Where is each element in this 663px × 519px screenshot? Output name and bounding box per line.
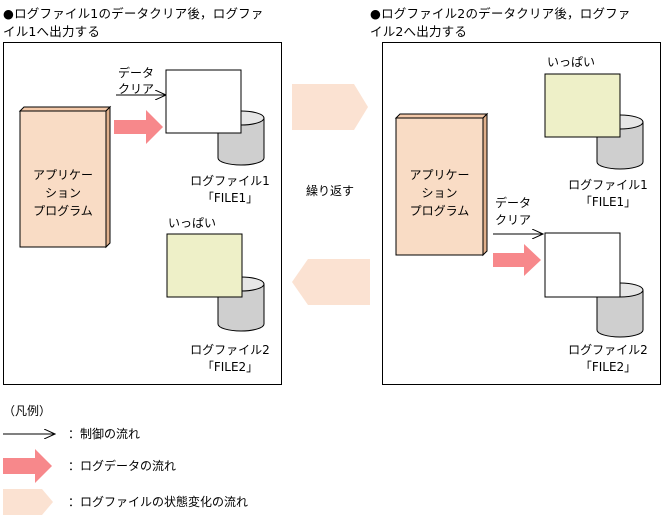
repeat-arrow-left bbox=[292, 259, 370, 305]
left-application-block bbox=[18, 105, 112, 249]
repeat-label: 繰り返す bbox=[305, 184, 354, 198]
left-log2-file: 「FILE2」 bbox=[201, 360, 259, 374]
right-clear-label-line1: データ bbox=[495, 196, 532, 210]
left-log2-name: ログファイル2 bbox=[190, 343, 270, 357]
left-file1-cleared-box bbox=[165, 69, 242, 134]
legend-log-data-flow-text: ：ログデータの流れ bbox=[68, 459, 177, 473]
left-heading-line1: ●ログファイル1のデータクリア後，ログファ bbox=[3, 6, 264, 21]
right-log-data-arrow bbox=[493, 244, 541, 276]
left-app-label-line3: プログラム bbox=[33, 204, 93, 218]
left-log-data-arrow bbox=[114, 110, 163, 144]
left-full-label: いっぱい bbox=[168, 216, 217, 230]
left-clear-label-line1: データ bbox=[118, 66, 155, 80]
legend-control-flow-text: ：制御の流れ bbox=[68, 427, 141, 441]
left-log1-name: ログファイル1 bbox=[190, 174, 270, 188]
right-heading-line2: イル2へ出力する bbox=[370, 24, 468, 39]
left-app-label-line2: ション bbox=[44, 186, 81, 200]
legend-data-arrow bbox=[3, 449, 52, 483]
right-file1-full-box bbox=[544, 73, 621, 138]
right-log2-file: 「FILE2」 bbox=[579, 360, 637, 374]
right-app-label-line1: アプリケー bbox=[409, 168, 470, 182]
left-heading-line2: イル1へ出力する bbox=[3, 24, 101, 39]
right-file2-cleared-box bbox=[544, 232, 621, 298]
left-file2-full-box bbox=[166, 233, 243, 298]
legend-title: （凡例） bbox=[3, 404, 52, 418]
right-application-block bbox=[394, 112, 489, 257]
left-log1-file: 「FILE1」 bbox=[201, 191, 259, 205]
right-app-label-line2: ション bbox=[421, 186, 458, 200]
right-heading-line1: ●ログファイル2のデータクリア後，ログファ bbox=[370, 6, 631, 21]
legend-state-arrow bbox=[3, 489, 53, 515]
right-log1-file: 「FILE1」 bbox=[579, 195, 637, 209]
right-full-label: いっぱい bbox=[547, 55, 596, 69]
repeat-arrow-right bbox=[292, 84, 368, 130]
right-log2-name: ログファイル2 bbox=[568, 343, 648, 357]
left-app-label-line1: アプリケー bbox=[32, 168, 93, 182]
right-app-label-line3: プログラム bbox=[409, 204, 470, 218]
right-clear-label-line2: クリア bbox=[495, 213, 532, 227]
right-log1-name: ログファイル1 bbox=[568, 178, 648, 192]
legend-file-state-flow-text: ：ログファイルの状態変化の流れ bbox=[68, 495, 249, 509]
left-clear-label-line2: クリア bbox=[118, 82, 155, 96]
